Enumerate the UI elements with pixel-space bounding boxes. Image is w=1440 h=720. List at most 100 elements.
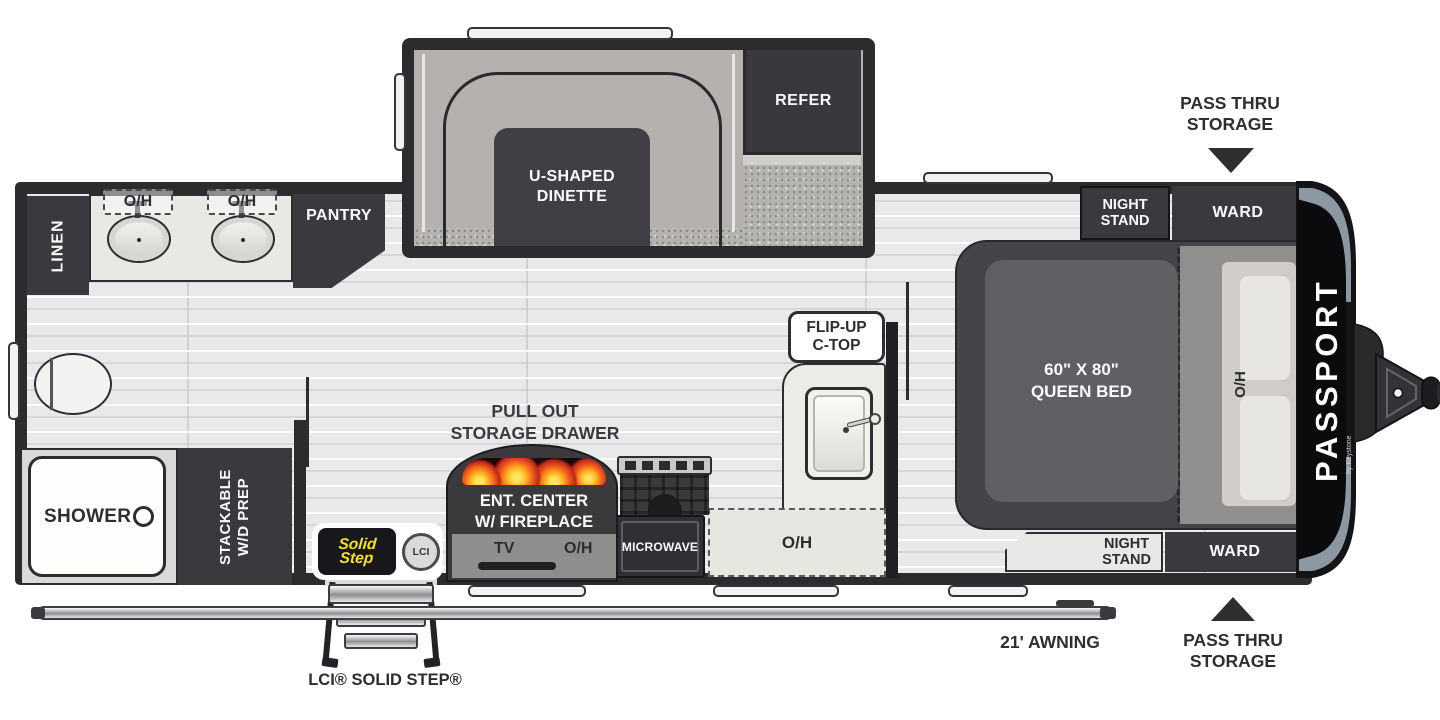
kitchen-faucet-ring — [869, 413, 881, 425]
burner — [642, 461, 653, 470]
pass-thru-top-callout: PASS THRU STORAGE — [1148, 92, 1312, 136]
lci-wordmark: LCI — [412, 546, 430, 558]
refrigerator-shelf — [743, 155, 861, 165]
ent-center-label: ENT. CENTER W/ FIREPLACE — [474, 492, 594, 531]
dinette-slideout: U-SHAPED DINETTE REFER — [402, 38, 875, 258]
vanity-sink-right — [211, 215, 275, 263]
brand-sub-wordmark: by Keystone — [1346, 435, 1353, 474]
overhead-label: O/H — [227, 193, 257, 210]
night-stand-bottom: NIGHT STAND — [1005, 532, 1163, 572]
bedroom-wall — [886, 322, 898, 578]
pass-thru-bottom-callout: PASS THRU STORAGE — [1151, 629, 1315, 673]
front-cap: PASSPORT by Keystone — [1296, 181, 1440, 578]
shower-pan: SHOWER — [28, 456, 166, 577]
step-3 — [344, 633, 418, 649]
awning-end-right — [1100, 607, 1116, 619]
window-slideout-left — [394, 73, 406, 151]
bed-overhead-label: O/H — [1231, 370, 1249, 398]
bedroom-door-line — [906, 282, 909, 400]
ent-center-label-wrap: ENT. CENTER W/ FIREPLACE — [448, 490, 620, 534]
ent-overhead-label: O/H — [564, 540, 593, 557]
window-bottom-1 — [468, 585, 586, 597]
stove-oven-door — [648, 494, 682, 515]
shower-label: SHOWER — [44, 505, 132, 527]
refrigerator-label: REFER — [775, 92, 832, 109]
wardrobe-bottom-label: WARD — [1209, 543, 1261, 560]
pass-thru-bottom-arrow-icon — [1211, 597, 1255, 621]
window-bottom-3 — [948, 585, 1028, 597]
pass-thru-bottom-label: PASS THRU STORAGE — [1183, 629, 1283, 672]
flip-up-countertop-callout: FLIP-UP C-TOP — [788, 311, 885, 363]
entry-steps — [318, 581, 444, 674]
night-stand-bottom-label: NIGHT STAND — [1102, 536, 1151, 568]
refrigerator: REFER — [743, 50, 861, 155]
pull-out-drawer-label: PULL OUT STORAGE DRAWER — [450, 401, 620, 443]
queen-bed-mattress: 60" X 80" QUEEN BED — [985, 260, 1178, 502]
entertainment-center: ENT. CENTER W/ FIREPLACE TV O/H — [446, 444, 618, 582]
faucet-icon — [128, 201, 147, 206]
pull-out-drawer-callout: PULL OUT STORAGE DRAWER — [440, 399, 630, 445]
window-top-bedroom — [923, 172, 1053, 184]
bench-seam-left — [422, 54, 425, 232]
brand-wordmark: PASSPORT — [1309, 278, 1344, 482]
kitchen-overhead-cabinet: O/H — [708, 508, 886, 577]
burner — [676, 461, 687, 470]
front-cap-face — [1297, 199, 1346, 560]
hitch-coupler-inner — [1386, 367, 1417, 419]
solid-step-caption: LCI® SOLID STEP® — [308, 670, 462, 689]
faucet-icon — [135, 203, 140, 218]
awning-notch — [1056, 600, 1094, 607]
microwave-face: MICROWAVE — [621, 521, 699, 572]
night-stand-top-label: NIGHT STAND — [1100, 197, 1150, 229]
night-stand-top: NIGHT STAND — [1080, 186, 1170, 240]
burner — [625, 461, 636, 470]
cabinet-door — [1240, 276, 1290, 380]
step-foot-right — [423, 656, 441, 669]
pass-thru-top-arrow-icon — [1208, 148, 1254, 173]
hitch-jack-cap — [1436, 383, 1440, 403]
solid-step-callout: LCI® SOLID STEP® — [295, 669, 475, 691]
overhead-label: O/H — [123, 193, 153, 210]
awning-end-left — [31, 607, 45, 619]
queen-bed-label: 60" X 80" QUEEN BED — [1030, 360, 1133, 401]
toilet — [34, 353, 112, 415]
bed-overhead-label-wrap: O/H — [1222, 262, 1258, 506]
window-left-wall — [8, 342, 20, 420]
awning-rail — [37, 606, 1113, 620]
flip-up-label: FLIP-UP C-TOP — [806, 319, 867, 354]
kitchen-faucet-pivot — [843, 427, 849, 433]
faucet-icon — [239, 203, 244, 218]
microwave-label: MICROWAVE — [621, 539, 699, 554]
window-slideout-top — [467, 27, 673, 40]
bench-seam-right — [732, 54, 735, 232]
step-foot-left — [321, 656, 339, 669]
sink-drain — [241, 238, 245, 242]
overhead-cabinet-vanity-right: O/H — [207, 189, 277, 215]
faucet-icon — [232, 201, 251, 206]
toilet-tank-line — [50, 358, 53, 410]
wd-prep-label: STACKABLE W/D PREP — [216, 468, 252, 565]
burner — [693, 461, 704, 470]
bathroom-door-line — [306, 377, 309, 467]
tv-label: TV — [494, 540, 515, 557]
dinette-table-bulge — [494, 240, 650, 246]
pantry-label: PANTRY — [306, 207, 372, 224]
lci-logo: LCI — [402, 533, 440, 571]
bed-overhead-cabinet: O/H — [1222, 262, 1296, 506]
hitch-jack — [1421, 376, 1440, 410]
tv-icon — [478, 562, 556, 570]
cabinet-door — [1240, 396, 1290, 500]
shower-drain — [133, 506, 154, 527]
burner — [659, 461, 670, 470]
vanity-sink-left — [107, 215, 171, 263]
kitchen-sink — [805, 387, 873, 480]
step-1 — [328, 584, 434, 604]
wardrobe-top-label: WARD — [1212, 204, 1264, 221]
sink-drain — [137, 238, 141, 242]
slideout-floor-right — [743, 153, 863, 246]
wardrobe-bottom: WARD — [1165, 532, 1305, 572]
stove-cooktop — [617, 456, 712, 475]
pass-thru-top-label: PASS THRU STORAGE — [1180, 92, 1280, 135]
linen-label: LINEN — [49, 219, 66, 272]
